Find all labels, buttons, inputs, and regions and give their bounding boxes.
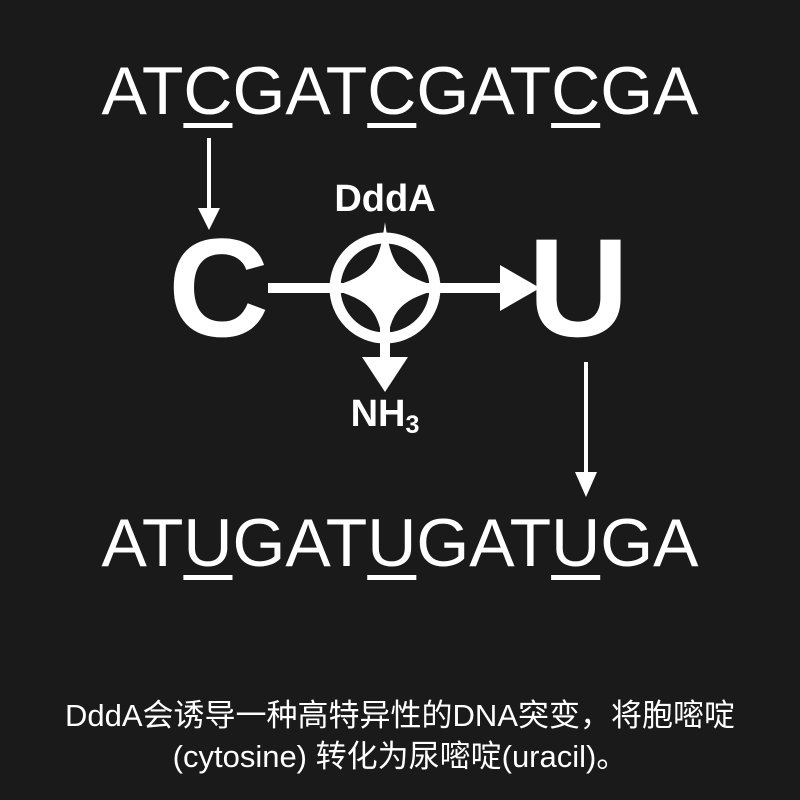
sequence-base: G <box>600 505 654 581</box>
reaction-arrows-graphic <box>268 222 540 392</box>
byproduct-formula: NH <box>350 393 406 435</box>
enzyme-label: DddA <box>334 178 436 220</box>
sequence-base: A <box>285 505 326 581</box>
sequence-base: A <box>101 53 142 129</box>
reaction-schematic: C U DddA NH3 <box>0 160 800 460</box>
sequence-base: G <box>232 53 286 129</box>
sequence-base: T <box>509 505 552 581</box>
sequence-base: T <box>141 53 184 129</box>
sequence-base: T <box>325 53 368 129</box>
sequence-base: A <box>285 53 326 129</box>
output-sequence: ATUGATUGATUGA <box>0 509 800 577</box>
sequence-base: T <box>509 53 552 129</box>
substrate-letter: C <box>168 209 270 366</box>
sequence-base: G <box>600 53 654 129</box>
sequence-base: G <box>232 505 286 581</box>
sequence-base: G <box>416 505 470 581</box>
sequence-base-marked: C <box>183 53 233 129</box>
sequence-base: A <box>469 53 510 129</box>
sequence-base: T <box>141 505 184 581</box>
input-sequence: ATCGATCGATCGA <box>0 57 800 125</box>
sequence-base-marked: C <box>551 53 601 129</box>
sequence-base-marked: U <box>367 505 417 581</box>
sequence-base: A <box>653 53 699 129</box>
caption-text: DddA会诱导一种高特异性的DNA突变，将胞嘧啶 (cytosine) 转化为尿… <box>65 698 735 775</box>
sequence-base: G <box>416 53 470 129</box>
sequence-base: T <box>325 505 368 581</box>
sequence-base-marked: U <box>183 505 233 581</box>
sequence-base-marked: U <box>551 505 601 581</box>
sequence-base-marked: C <box>367 53 417 129</box>
sequence-base: A <box>101 505 142 581</box>
byproduct-subscript: 3 <box>405 411 420 439</box>
sequence-base: A <box>653 505 699 581</box>
sequence-base: A <box>469 505 510 581</box>
byproduct-label: NH3 <box>265 393 505 438</box>
product-letter: U <box>528 209 630 366</box>
